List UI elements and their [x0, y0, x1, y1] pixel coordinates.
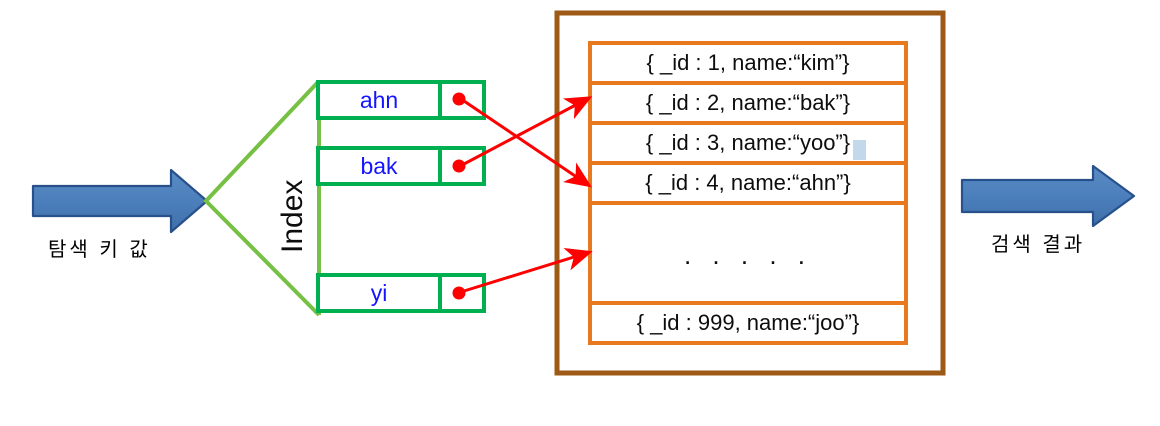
document-row-1[interactable] [588, 41, 908, 85]
collection-container [554, 10, 946, 376]
index-entry-bak[interactable] [316, 146, 486, 186]
text-caret-highlight [853, 140, 866, 160]
document-row-2[interactable] [588, 81, 908, 125]
document-text-2: { _id : 2, name:“bak”} [645, 90, 851, 115]
index-label: Index [276, 179, 309, 253]
index-key-ahn: ahn [359, 87, 399, 113]
pointer-link-yi [463, 248, 593, 293]
input-arrow [31, 168, 209, 234]
output-arrow-label: 검색 결과 [991, 234, 1086, 256]
output-arrow [960, 164, 1136, 228]
pointer-link-bak [463, 96, 593, 166]
document-row-6[interactable] [588, 301, 908, 345]
index-entry-yi[interactable] [316, 273, 486, 313]
index-pointer-dot-ahn [452, 92, 466, 106]
document-text-1: { _id : 1, name:“kim”} [646, 50, 850, 75]
index-key-yi: yi [370, 280, 388, 306]
index-pointer-dot-bak [452, 159, 466, 173]
index-pointer-dot-yi [452, 286, 466, 300]
document-text-ellipsis: . . . . . [683, 240, 812, 270]
index-key-bak: bak [360, 153, 398, 179]
pointer-link-ahn [463, 99, 592, 188]
document-text-3: { _id : 3, name:“yoo”} [645, 130, 851, 155]
document-text-4: { _id : 4, name:“ahn”} [645, 170, 851, 195]
index-entry-ahn[interactable] [316, 80, 486, 120]
input-arrow-label: 탐색 키 값 [48, 239, 151, 261]
document-row-4[interactable] [588, 161, 908, 205]
document-text-6: { _id : 999, name:“joo”} [636, 310, 860, 335]
